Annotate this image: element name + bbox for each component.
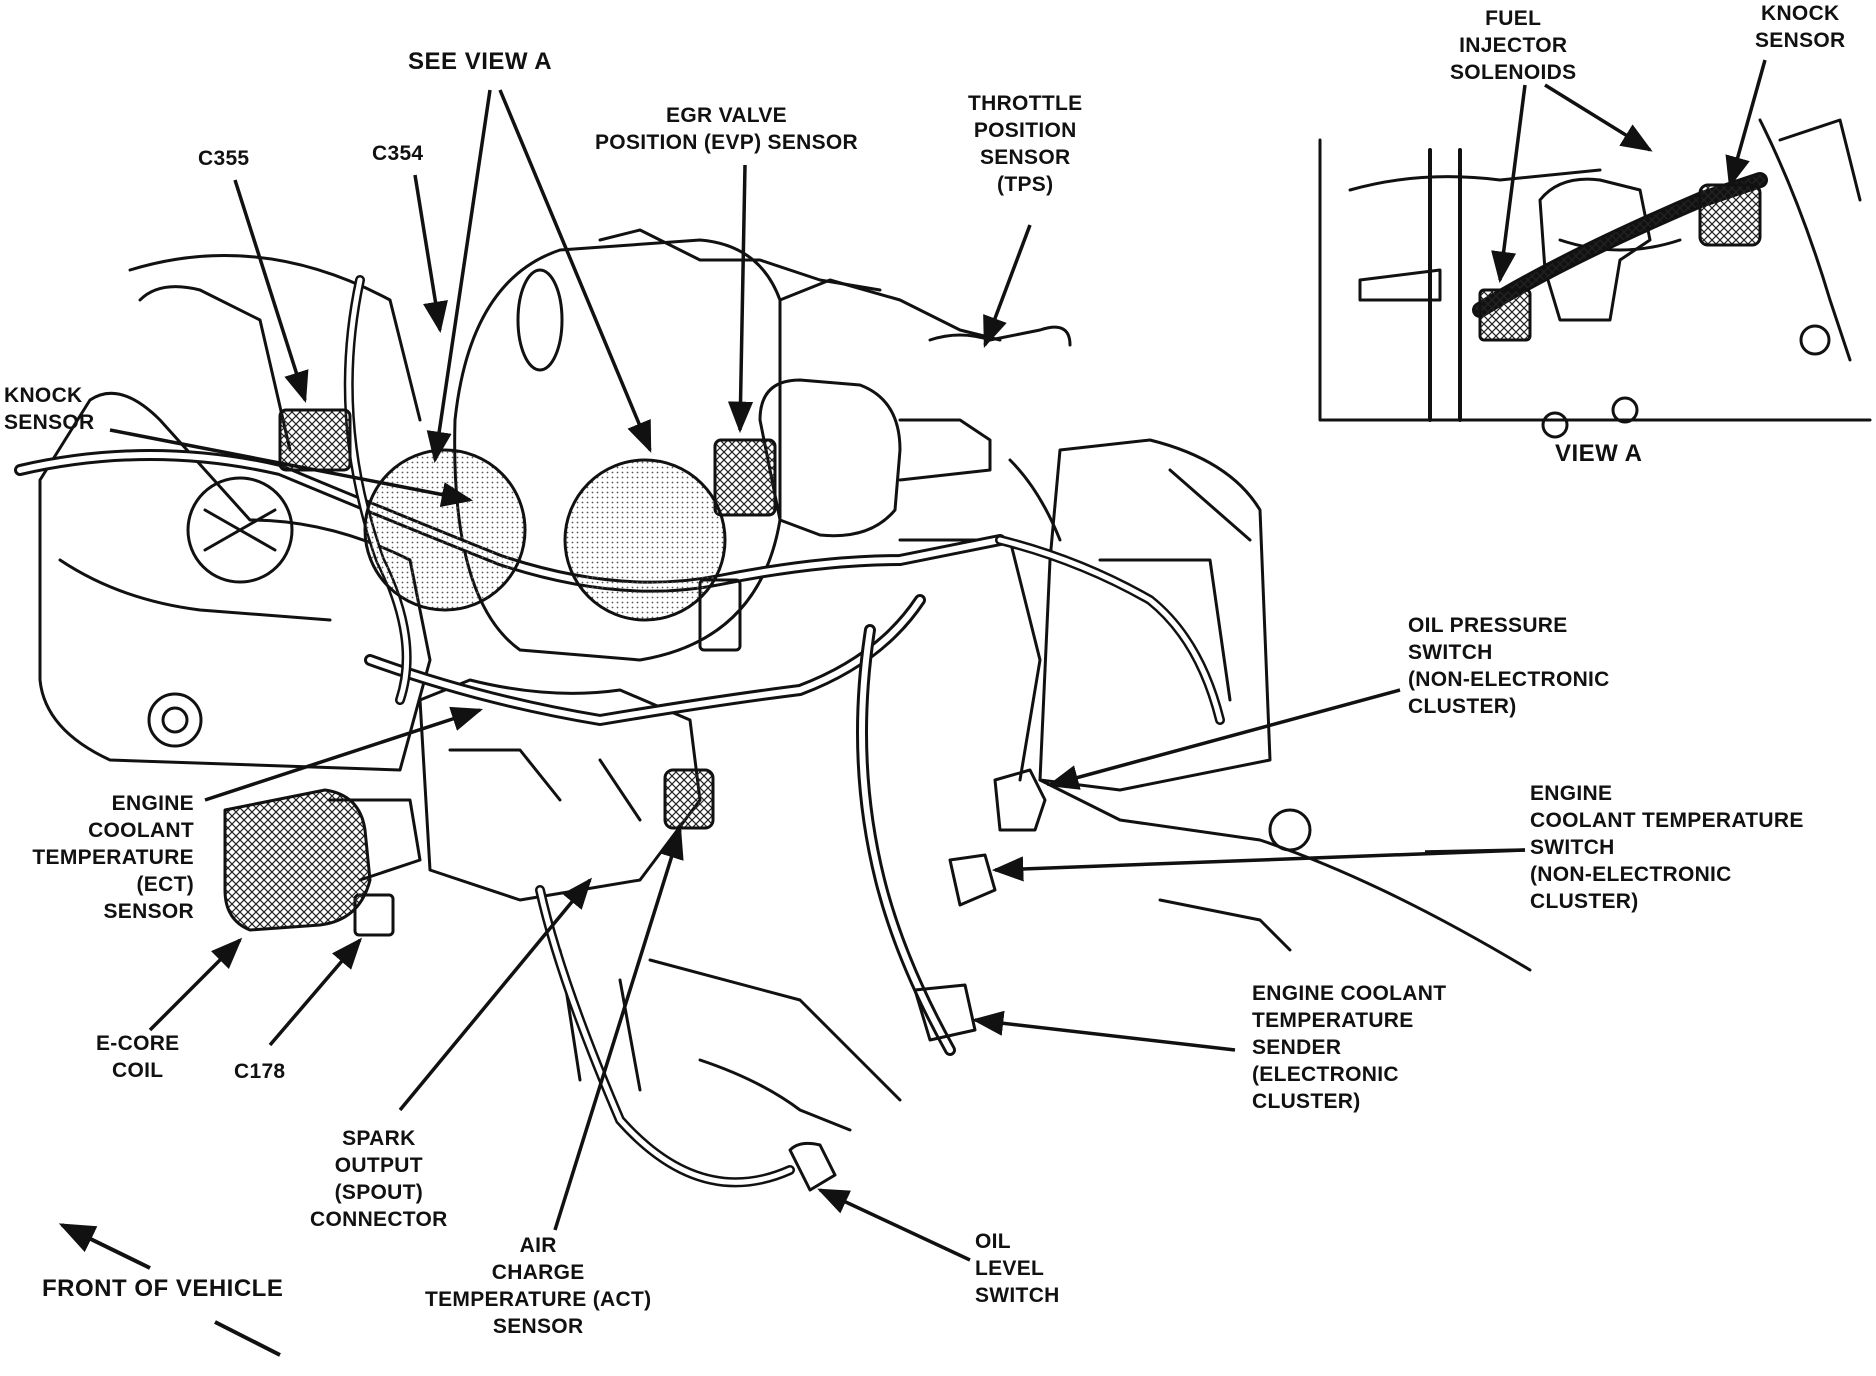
leader-fuel-injector-2	[1544, 83, 1653, 152]
label-e-core-coil: E-CORE COIL	[96, 1032, 180, 1082]
label-egr-valve-position-sensor: EGR VALVE POSITION (EVP) SENSOR	[595, 104, 859, 154]
label-spout-connector: SPARK OUTPUT (SPOUT) CONNECTOR	[310, 1127, 448, 1231]
label-act-sensor: AIR CHARGE TEMPERATURE (ACT) SENSOR	[425, 1234, 652, 1338]
connector-evp	[713, 438, 777, 517]
egr-valve-body	[758, 378, 902, 538]
label-ect-sensor: ENGINE COOLANT TEMPERATURE (ECT) SENSOR	[32, 792, 194, 923]
knock-sensor-connector	[1698, 183, 1762, 247]
bolt-head-left	[147, 692, 203, 748]
leader-knock-main	[109, 428, 474, 507]
label-see-view-a: SEE VIEW A	[408, 48, 553, 75]
connector-c355	[278, 408, 352, 472]
leader-knock-inset	[1725, 59, 1767, 189]
fuel-pressure-regulator	[1538, 177, 1652, 322]
oil-level-switch-body	[788, 1141, 837, 1192]
leader-ect-sensor	[204, 706, 483, 802]
leader-evp	[727, 164, 754, 434]
label-ect-sender: ENGINE COOLANT TEMPERATURE SENDER (ELECT…	[1252, 982, 1447, 1113]
leader-spout	[398, 877, 593, 1112]
view-a-circle-right	[563, 458, 727, 622]
view-a-circle-left	[363, 448, 527, 612]
left-valve-cover	[38, 391, 432, 772]
label-knock-sensor: KNOCK SENSOR	[4, 384, 95, 434]
leader-c354	[413, 174, 448, 334]
label-oil-level-switch: OIL LEVEL SWITCH	[975, 1230, 1060, 1307]
leader-c355	[233, 179, 309, 404]
oil-filler-cap	[186, 476, 294, 584]
injector-connector	[1478, 288, 1532, 342]
label-ect-switch: ENGINE COOLANT TEMPERATURE SWITCH (NON-E…	[1530, 782, 1804, 913]
leader-act	[553, 826, 684, 1231]
inset-view-a	[1318, 118, 1872, 439]
front-arrow-lower	[214, 1320, 281, 1357]
label-c354: C354	[372, 142, 424, 165]
label-knock-sensor-inset: KNOCK SENSOR	[1755, 2, 1846, 52]
right-block	[1038, 438, 1272, 792]
leader-fuel-injector	[1491, 84, 1527, 284]
leader-oil-pressure	[1046, 688, 1401, 790]
connector-c178	[353, 893, 395, 937]
leader-oil-level	[817, 1188, 971, 1262]
ect-connector	[223, 788, 372, 932]
front-arrow-upper	[58, 1223, 151, 1270]
act-wire	[535, 885, 795, 1188]
leader-see-view-a-right	[498, 89, 652, 453]
leader-ect-sender	[971, 1010, 1236, 1052]
leader-tps	[983, 224, 1032, 348]
leader-c178	[268, 937, 363, 1047]
label-fuel-injector-solenoids: FUEL INJECTOR SOLENOIDS	[1450, 7, 1577, 84]
tps-hose	[928, 325, 1072, 347]
ect-switch-body	[948, 853, 997, 907]
oil-pressure-sensor	[993, 768, 1047, 832]
label-throttle-position-sensor: THROTTLE POSITION SENSOR (TPS)	[968, 92, 1083, 196]
label-view-a: VIEW A	[1555, 440, 1643, 467]
label-c178: C178	[234, 1060, 286, 1083]
leader-see-view-a-left	[426, 89, 492, 464]
label-c355: C355	[198, 147, 250, 170]
leader-ect-switch-tail	[1424, 848, 1526, 854]
act-sensor-connector	[663, 768, 715, 830]
leader-e-core-coil	[148, 937, 243, 1032]
connector-spout	[698, 578, 742, 652]
label-oil-pressure-switch: OIL PRESSURE SWITCH (NON-ELECTRONIC CLUS…	[1408, 614, 1610, 718]
label-front-of-vehicle: FRONT OF VEHICLE	[42, 1275, 284, 1302]
